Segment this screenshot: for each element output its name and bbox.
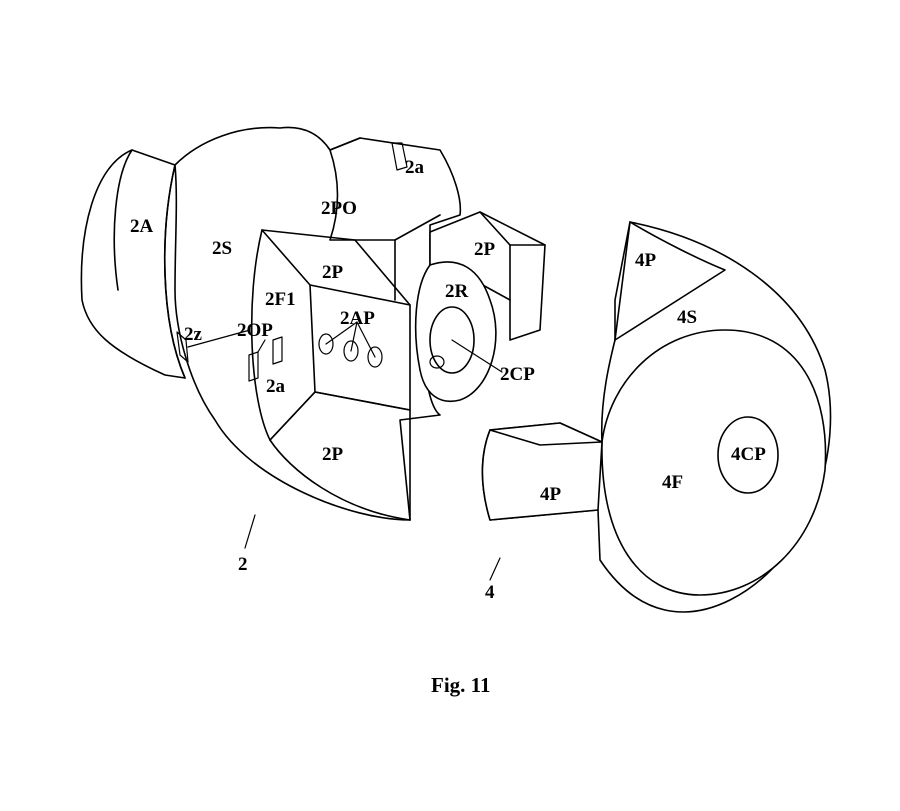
label-4P-bottom: 4P <box>540 484 562 505</box>
label-2CP: 2CP <box>500 364 535 385</box>
hub-2A <box>80 149 186 379</box>
hub-face-2R <box>414 261 497 402</box>
label-2P-bottom: 2P <box>322 444 344 465</box>
label-2F1: 2F1 <box>265 289 296 310</box>
label-2a-bottom: 2a <box>266 376 286 397</box>
label-4S: 4S <box>677 307 697 328</box>
figure-caption: Fig. 11 <box>431 673 491 697</box>
bore-4CP <box>717 416 779 494</box>
label-2A: 2A <box>130 216 154 237</box>
label-2P-inner: 2P <box>322 262 344 283</box>
face-4F <box>601 329 827 596</box>
label-2: 2 <box>238 554 248 575</box>
label-4F: 4F <box>662 472 683 493</box>
label-2P-right: 2P <box>474 239 496 260</box>
label-2z: 2z <box>184 324 203 345</box>
label-2R: 2R <box>445 281 469 302</box>
label-2a-top: 2a <box>405 157 425 178</box>
labels: 2A 2S 2PO 2a 2P 2P 2R 2F1 2AP 2z 2OP 2a … <box>130 157 766 603</box>
prong-4P-bottom <box>481 422 603 521</box>
label-4CP: 4CP <box>731 444 766 465</box>
label-2AP: 2AP <box>340 308 375 329</box>
bore-2CP <box>429 306 475 374</box>
label-2OP: 2OP <box>237 320 273 341</box>
part-4 <box>481 221 832 613</box>
label-2S: 2S <box>212 238 232 259</box>
label-4P-top: 4P <box>635 250 657 271</box>
label-4: 4 <box>485 582 495 603</box>
label-2PO: 2PO <box>321 198 357 219</box>
part-2 <box>80 126 546 549</box>
